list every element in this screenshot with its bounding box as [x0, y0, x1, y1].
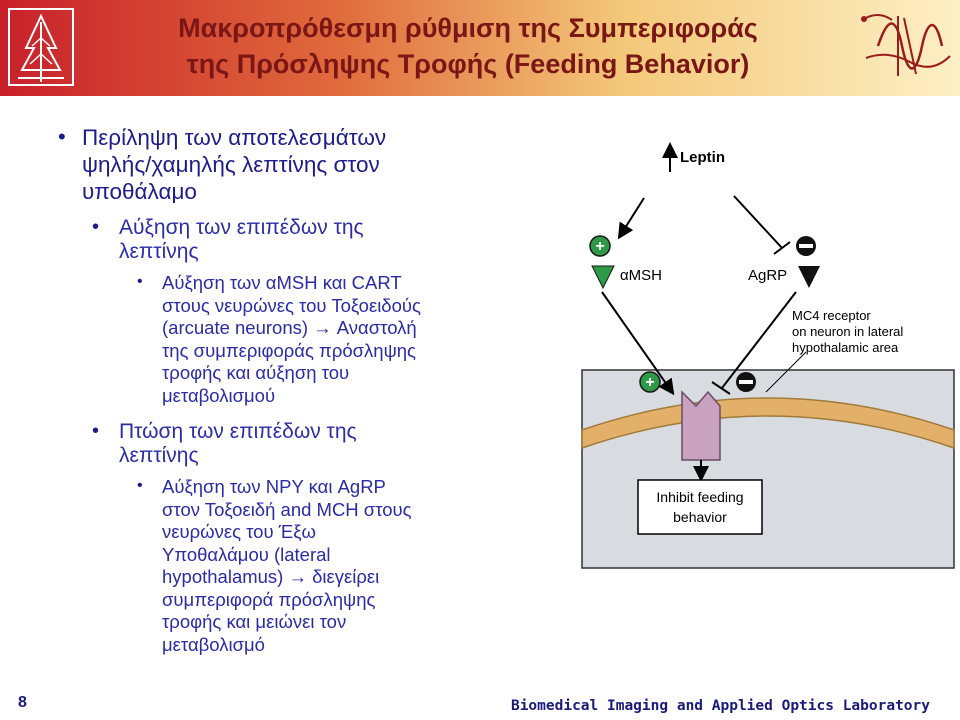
title-line-2: της Πρόσληψης Τροφής (Feeding Behavior)	[186, 49, 750, 79]
title-line-1: Μακροπρόθεσμη ρύθμιση της Συμπεριφοράς	[178, 13, 758, 43]
leptin-to-agrp-inhibit-line	[733, 195, 783, 249]
amsh-triangle-icon	[591, 265, 615, 290]
increase-detail-line-2: στους νευρώνες του Τοξοειδούς	[162, 294, 421, 316]
bullet-dot: •	[92, 216, 100, 238]
university-tree-emblem-icon	[8, 8, 74, 86]
agrp-triangle-icon	[798, 266, 820, 288]
page-title: Μακροπρόθεσμη ρύθμιση της Συμπεριφοράς τ…	[88, 10, 848, 82]
mc4-receptor-icon	[681, 390, 721, 461]
leptin-to-amsh-arrow	[617, 197, 645, 240]
summary-heading-line-1: Περίληψη των αποτελεσμάτων	[82, 125, 387, 150]
receptor-label-line-1: MC4 receptor	[792, 308, 871, 323]
minus-bar	[799, 244, 813, 248]
summary-heading-line-3: υποθάλαμο	[82, 179, 197, 204]
increase-detail-line-3: (arcuate neurons) → Αναστολή	[162, 317, 417, 338]
bullet-dot: •	[137, 273, 143, 290]
leptin-label: Leptin	[680, 149, 725, 166]
leptin-to-agrp-inhibit-bar	[773, 241, 791, 255]
stimulate-plus-icon	[589, 235, 611, 257]
decrease-detail-line-3: νευρώνες του Έξω	[162, 521, 316, 542]
decrease-detail-line-7: τροφής και μειώνει τον	[162, 611, 347, 632]
plus-symbol-lower: +	[645, 374, 654, 391]
summary-heading-line-2: ψηλής/χαμηλής λεπτίνης στον	[82, 152, 380, 177]
decrease-detail-line-8: μεταβολισμό	[162, 633, 265, 655]
page-number: 8	[18, 694, 27, 711]
header-band: Μακροπρόθεσμη ρύθμιση της Συμπεριφοράς τ…	[0, 0, 960, 96]
plus-symbol: +	[595, 238, 604, 255]
increase-heading-line-2: λεπτίνης	[119, 240, 199, 263]
decrease-detail-line-1: Αύξηση των NPY και AgRP	[162, 476, 386, 497]
leptin-pathway-diagram: Leptin + αMSH AgRP MC4 receptor on neuro…	[581, 142, 955, 569]
amsh-label: αMSH	[620, 267, 662, 284]
decrease-heading-line-2: λεπτίνης	[119, 444, 199, 467]
inhibit-label-line-2: behavior	[673, 509, 727, 525]
receptor-label-line-2: on neuron in lateral	[792, 324, 903, 339]
amsh-to-receptor-arrow	[601, 291, 675, 396]
decrease-detail-line-5: hypothalamus) → διεγείρει	[162, 566, 380, 587]
increase-detail-line-6: μεταβολισμού	[162, 384, 276, 406]
increase-detail-line-4: της συμπεριφοράς πρόσληψης	[162, 339, 416, 361]
bullet-dot: •	[137, 477, 143, 494]
minus-bar-lower	[739, 380, 753, 384]
increase-detail-line-1: Αύξηση των αMSH και CART	[162, 272, 402, 293]
bullet-dot: •	[92, 420, 100, 442]
inhibit-label-line-1: Inhibit feeding	[656, 489, 743, 505]
increase-detail-line-5: τροφής και αύξηση του	[162, 362, 350, 383]
receptor-label-line-3: hypothalamic area	[792, 340, 899, 355]
agrp-label: AgRP	[748, 267, 787, 284]
receptor-pointer-line	[765, 351, 807, 393]
optics-lab-sine-wave-icon	[861, 14, 951, 76]
agrp-inhibit-bar	[711, 381, 731, 395]
increase-heading-line-1: Αύξηση των επιπέδων της	[119, 216, 364, 239]
decrease-heading-line-1: Πτώση των επιπέδων της	[119, 420, 357, 443]
decrease-detail-line-2: στον Τοξοειδή and MCH στους	[162, 498, 412, 520]
decrease-detail-line-6: συμπεριφορά πρόσληψης	[162, 588, 376, 610]
inhibit-feeding-box	[637, 479, 763, 535]
lab-name: Biomedical Imaging and Applied Optics La…	[510, 698, 930, 714]
agrp-to-receptor-line	[721, 291, 797, 389]
decrease-detail-line-4: Υποθαλάμου (lateral	[162, 543, 331, 565]
bullet-dot: •	[58, 124, 66, 149]
